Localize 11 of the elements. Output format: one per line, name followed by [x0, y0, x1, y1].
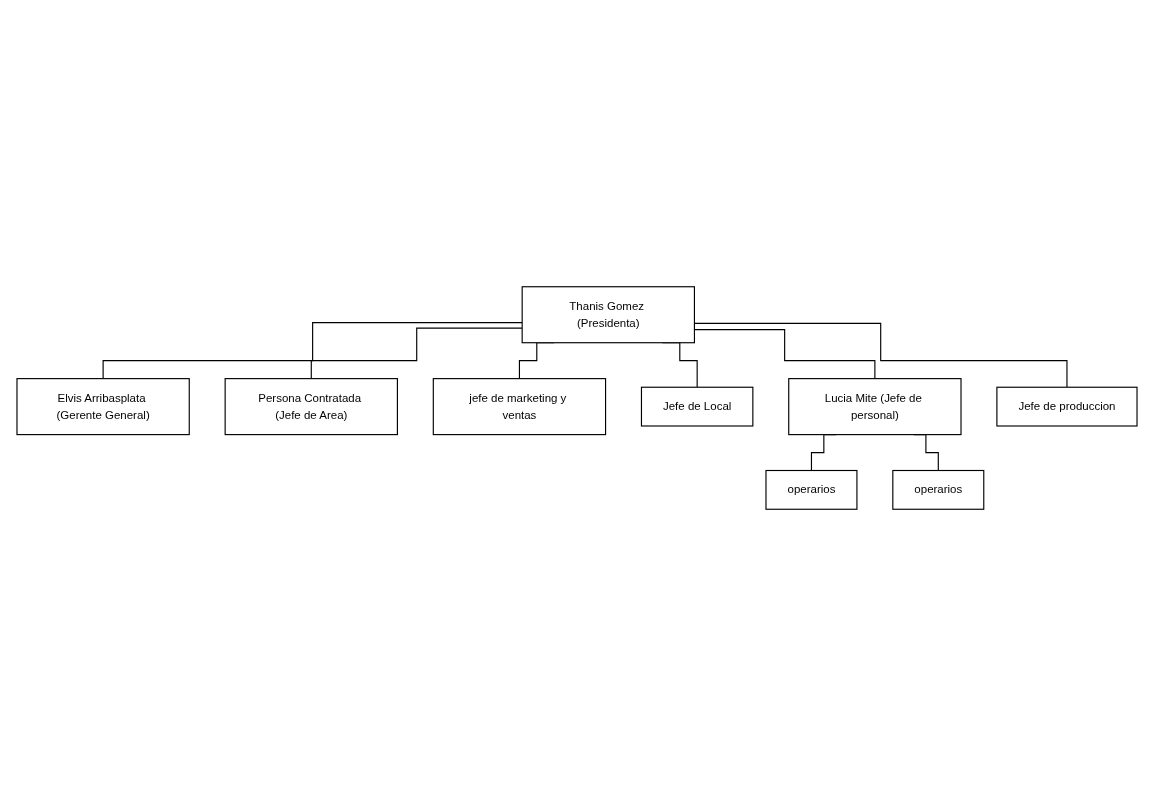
- org-box: operarios: [892, 469, 985, 510]
- org-box: operarios: [765, 469, 858, 510]
- org-box: Persona Contratada (Jefe de Area): [224, 378, 398, 436]
- org-box: Lucia Mite (Jefe de personal): [788, 378, 962, 436]
- org-box: Thanis Gomez (Presidenta): [521, 286, 695, 344]
- org-box: Jefe de produccion: [996, 386, 1138, 427]
- org-box: jefe de marketing y ventas: [432, 378, 607, 436]
- connector: [102, 322, 523, 380]
- org-box: Elvis Arribasplata (Gerente General): [16, 378, 190, 436]
- org-box: Jefe de Local: [640, 386, 754, 427]
- connector: [310, 327, 523, 380]
